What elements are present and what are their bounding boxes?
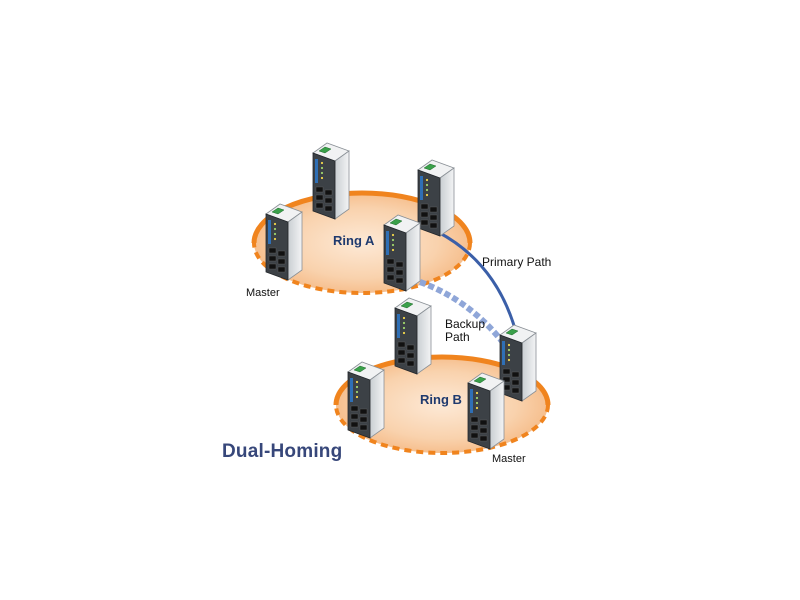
switch-icon <box>417 159 455 237</box>
switch-icon <box>499 324 537 402</box>
backup-path-line <box>418 279 508 347</box>
switch-icon <box>383 214 421 292</box>
primary-path-label: Primary Path <box>482 255 552 269</box>
master-switch-icon <box>265 203 303 281</box>
ring-a-label: Ring A <box>333 233 375 248</box>
ring-a-master-label: Master <box>246 287 280 299</box>
backup-path-label-line2: Path <box>445 330 470 344</box>
primary-path-line <box>437 230 520 341</box>
switch-icon <box>394 297 432 375</box>
backup-path-label-line1: Backup <box>445 317 486 331</box>
switch-icon <box>312 142 350 220</box>
master-switch-icon <box>467 372 505 450</box>
ring-b-label: Ring B <box>420 392 462 407</box>
switch-icon <box>347 361 385 439</box>
diagram-title: Dual-Homing <box>222 441 343 462</box>
ring-b-master-label: Master <box>492 453 526 465</box>
